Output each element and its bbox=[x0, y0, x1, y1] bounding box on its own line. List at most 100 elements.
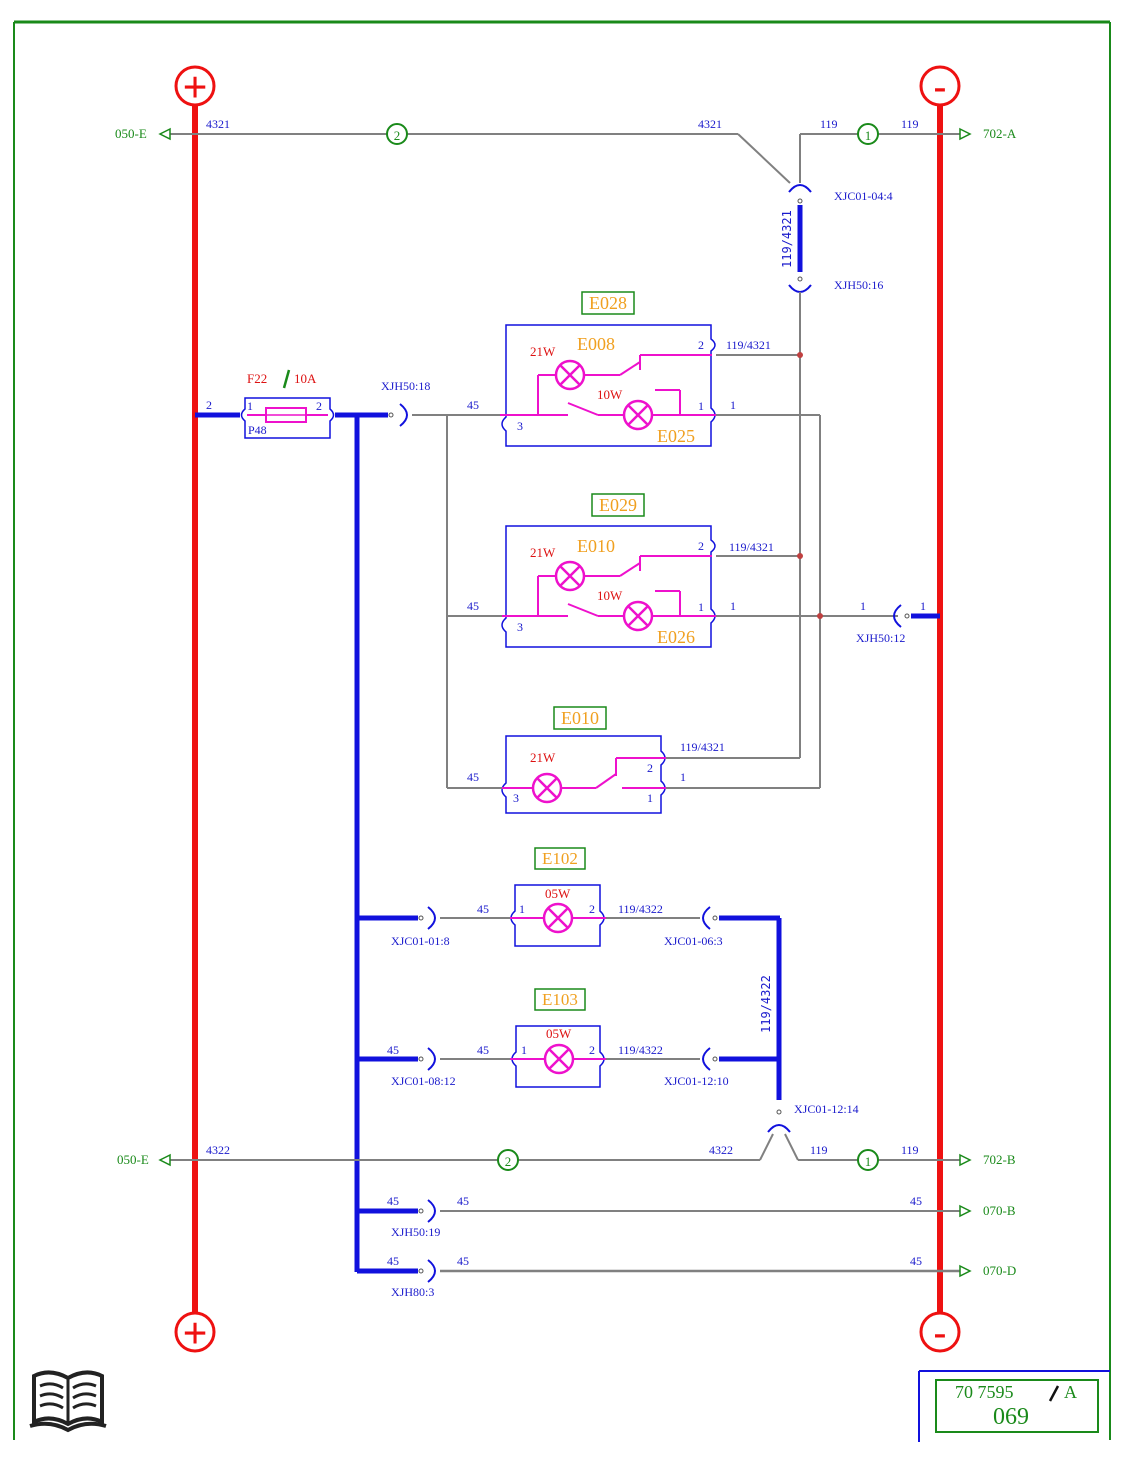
splice-node bbox=[857, 123, 879, 145]
lamp-label: E008 bbox=[577, 334, 615, 354]
connector-label: XJH80:3 bbox=[391, 1285, 434, 1299]
ref-050-e-bottom: 050-E bbox=[117, 1152, 149, 1167]
wire-label-vertical: 119/4322 bbox=[759, 975, 773, 1033]
connector-label: XJC01-08:12 bbox=[391, 1074, 456, 1088]
pin-label: 3 bbox=[517, 620, 523, 634]
arrow-right-icon bbox=[959, 1204, 972, 1218]
title-block: 70 7595 A 069 bbox=[918, 1370, 1110, 1442]
wire-label: 119 bbox=[901, 117, 919, 131]
wire-label: 1 bbox=[730, 398, 736, 412]
pin-label: 3 bbox=[513, 791, 519, 805]
wire-label: 4321 bbox=[206, 117, 230, 131]
connector-xjh50-12: 1 1 XJH50:12 bbox=[856, 599, 940, 645]
splice-node bbox=[857, 1149, 879, 1171]
fuse-holder-label: P48 bbox=[248, 423, 267, 437]
splice-node bbox=[386, 123, 408, 145]
lamp-unit-e102: E102 XJC01-01:8 45 05W 1 2 119/4322 XJC0… bbox=[357, 847, 780, 948]
fuse-rating: 10A bbox=[294, 371, 317, 386]
wire-label: 1 bbox=[680, 770, 686, 784]
fuse-name: F22 bbox=[247, 371, 267, 386]
ref-070-d: 070-D bbox=[983, 1263, 1016, 1278]
lamp-rating: 10W bbox=[597, 387, 623, 402]
lamp-label: E026 bbox=[657, 627, 695, 647]
wire-label: 45 bbox=[477, 1043, 489, 1057]
splice-node-label: 2 bbox=[505, 1154, 512, 1169]
component-label: E103 bbox=[542, 990, 578, 1009]
pin-label: 2 bbox=[589, 902, 595, 916]
wire-label-vertical: 119/4321 bbox=[780, 210, 794, 268]
connector-label: XJC01-04:4 bbox=[834, 189, 893, 203]
connector-label: XJC01-12:10 bbox=[664, 1074, 729, 1088]
wire-label: 45 bbox=[387, 1194, 399, 1208]
pin-label: 2 bbox=[206, 398, 212, 412]
connector-xjh50-18: XJH50:18 45 bbox=[381, 379, 502, 427]
wire-label: 4322 bbox=[709, 1143, 733, 1157]
wire-label: 119 bbox=[820, 117, 838, 131]
wire-label: 45 bbox=[910, 1254, 922, 1268]
arrow-right-icon bbox=[959, 1264, 972, 1278]
wire-119-bottom: 702-B 119 119 1 bbox=[784, 1133, 1016, 1171]
ref-050-e-top: 050-E bbox=[115, 126, 147, 141]
wire-label: 1 bbox=[730, 599, 736, 613]
slash-icon bbox=[1048, 1385, 1060, 1402]
pin-label: 2 bbox=[698, 539, 704, 553]
lamp-label: E010 bbox=[577, 536, 615, 556]
pin-label: 1 bbox=[698, 399, 704, 413]
wire-119-top: 702-A 119 119 1 bbox=[799, 117, 1017, 183]
pin-label: 1 bbox=[247, 399, 253, 413]
page-number: 069 bbox=[993, 1404, 1029, 1430]
pin-label: 1 bbox=[647, 791, 653, 805]
wire-label: 119 bbox=[810, 1143, 828, 1157]
wire-label: 1 bbox=[920, 599, 926, 613]
connector-label: XJH50:12 bbox=[856, 631, 905, 645]
splice-node-label: 1 bbox=[865, 128, 872, 143]
arrow-right-icon bbox=[959, 127, 972, 141]
splice-node-label: 1 bbox=[865, 1154, 872, 1169]
wire-label: 4321 bbox=[698, 117, 722, 131]
wire-label: 45 bbox=[467, 599, 479, 613]
pin-label: 3 bbox=[517, 419, 523, 433]
page-frame bbox=[13, 20, 1111, 1440]
component-label: E029 bbox=[599, 495, 637, 515]
wire-label: 45 bbox=[387, 1254, 399, 1268]
wire-119-4322-bus: 119/4322 XJC01-12:14 bbox=[759, 918, 859, 1133]
arrow-left-icon bbox=[158, 127, 171, 141]
positive-rail: + + bbox=[174, 63, 216, 1358]
book-icon[interactable] bbox=[29, 1370, 107, 1433]
lamp-rating: 05W bbox=[545, 886, 571, 901]
switch-icon bbox=[619, 562, 641, 577]
wire-4322-bottom: 050-E 4322 4322 2 bbox=[117, 1133, 774, 1171]
splice-node bbox=[497, 1149, 519, 1171]
wire-label: 119/4321 bbox=[680, 740, 725, 754]
negative-rail: - - bbox=[919, 65, 961, 1354]
fuse-f22: 2 1 2 P48 F22 10A bbox=[195, 369, 388, 439]
doc-number: 70 7595 bbox=[955, 1382, 1014, 1402]
slash-icon bbox=[282, 369, 291, 389]
pin-label: 1 bbox=[521, 1043, 527, 1057]
lamp-rating: 05W bbox=[546, 1026, 572, 1041]
lamp-rating: 21W bbox=[530, 750, 556, 765]
pin-label: 1 bbox=[698, 600, 704, 614]
switch-icon bbox=[619, 361, 641, 376]
pin-label: 1 bbox=[519, 902, 525, 916]
arrow-right-icon bbox=[959, 1153, 972, 1167]
revision: A bbox=[1064, 1382, 1077, 1402]
wire-label: 45 bbox=[467, 770, 479, 784]
lamp-unit-e010: E010 21W 3 2 1 119/4321 1 45 bbox=[447, 706, 820, 814]
connector-label: XJH50:19 bbox=[391, 1225, 440, 1239]
wire-label: 119/4321 bbox=[726, 338, 771, 352]
wire-label: 119/4322 bbox=[618, 902, 663, 916]
connector-label: XJC01-06:3 bbox=[664, 934, 723, 948]
plus-symbol-bottom: + bbox=[182, 1309, 207, 1358]
minus-symbol-top: - bbox=[934, 66, 947, 108]
arrow-left-icon bbox=[158, 1153, 171, 1167]
lamp-unit-e028: E028 21W E008 10W E025 3 2 1 119/4321 1 bbox=[500, 291, 820, 447]
pin-label: 2 bbox=[647, 761, 653, 775]
lamp-unit-e103: E103 45 XJC01-08:12 45 05W 1 2 119/4322 … bbox=[357, 988, 780, 1088]
wire-label: 45 bbox=[910, 1194, 922, 1208]
lamp-rating: 21W bbox=[530, 344, 556, 359]
ref-070-b: 070-B bbox=[983, 1203, 1016, 1218]
lamp-unit-e029: E029 21W E010 10W E026 3 2 1 119/4321 1 … bbox=[447, 493, 898, 648]
wire-label: 1 bbox=[860, 599, 866, 613]
minus-symbol-bottom: - bbox=[934, 1312, 947, 1354]
